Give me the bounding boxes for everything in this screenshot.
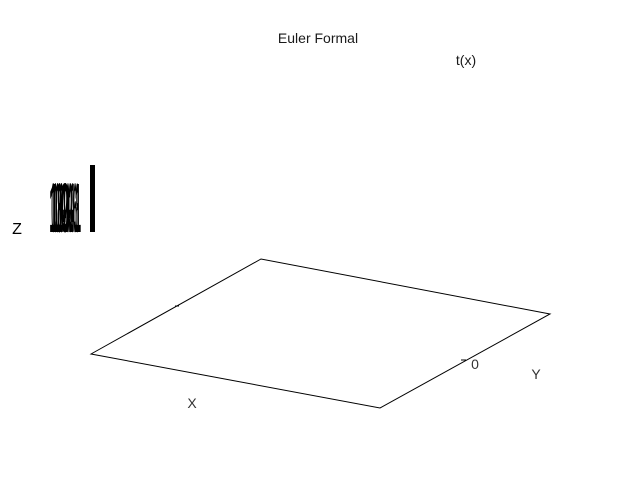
chart-title: Euler Formal — [278, 30, 358, 46]
z-axis-label: Z — [12, 221, 22, 238]
y-tick-label: 0 — [471, 356, 479, 372]
z-tick-label: 0.6 — [53, 168, 63, 247]
z-tick-label: 0.8 — [51, 168, 61, 247]
legend-entry: t(x) — [456, 52, 476, 68]
z-tick-label: 0 — [60, 168, 70, 247]
z-tick-label-cluster: 10.80.60.40.20-0.2-0.4-0.6-0.8-1 — [49, 165, 95, 247]
z-tick-label: -0.2 — [62, 168, 72, 247]
z-tick-label: 0.4 — [56, 168, 66, 247]
z-tick-label: 1 — [49, 168, 59, 247]
z-tick-label: -0.6 — [67, 168, 77, 247]
z-axis-tick-bar — [90, 165, 95, 232]
z-tick-label: -0.4 — [64, 168, 74, 247]
y-axis-label: Y — [531, 366, 541, 382]
z-tick-label: -1 — [71, 168, 81, 247]
z-tick-label: -0.8 — [69, 168, 79, 247]
z-tick-label: 0.2 — [58, 168, 68, 247]
x-axis-label: X — [187, 395, 197, 411]
floor-plane — [89, 258, 552, 409]
